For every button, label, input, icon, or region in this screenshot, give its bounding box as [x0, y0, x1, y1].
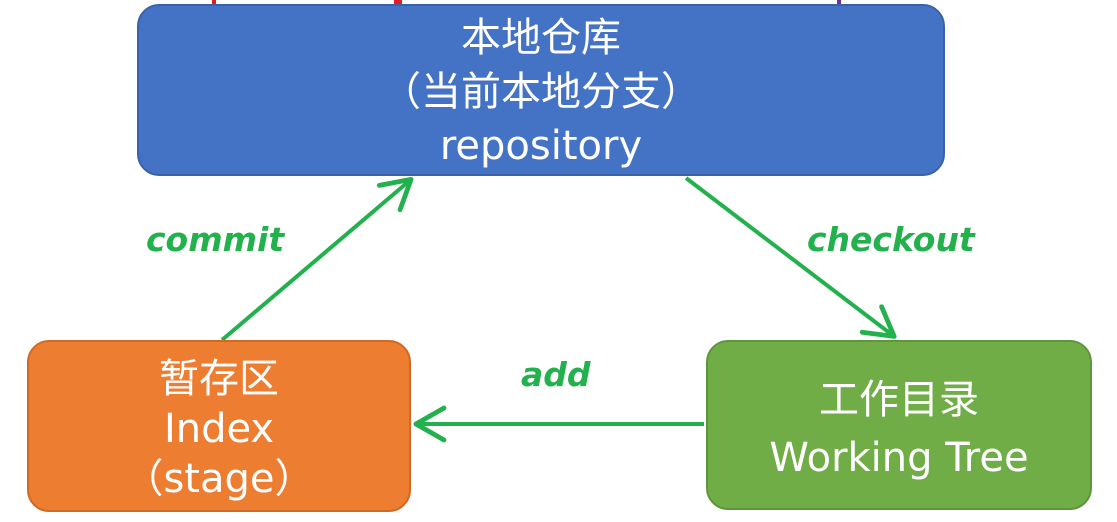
index-title: 暂存区 [159, 356, 279, 402]
index-subtitle: （stage） [123, 456, 315, 502]
checkout-arrow [684, 176, 897, 339]
working-tree-node: 工作目录 Working Tree [706, 340, 1092, 510]
repository-subtitle: （当前本地分支） [381, 69, 701, 115]
repository-node: 本地仓库 （当前本地分支） repository [137, 4, 945, 176]
repository-english: repository [439, 123, 643, 169]
repository-title: 本地仓库 [461, 15, 621, 61]
working-tree-english: Working Tree [769, 435, 1029, 481]
add-label: add [521, 355, 591, 394]
checkout-label: checkout [807, 220, 975, 259]
index-english: Index [163, 406, 275, 452]
index-node: 暂存区 Index （stage） [27, 340, 411, 512]
commit-label: commit [146, 220, 285, 259]
commit-arrow [220, 177, 414, 342]
working-tree-title: 工作目录 [819, 377, 979, 423]
